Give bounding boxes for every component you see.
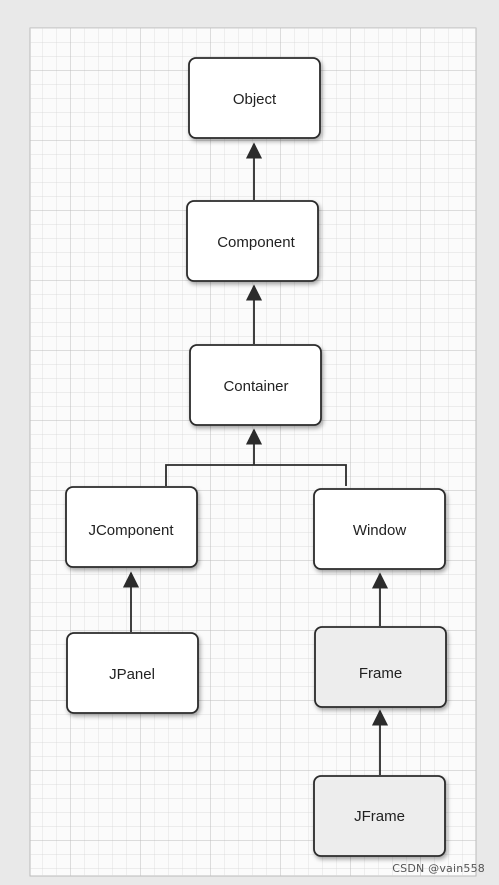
class-box-jpanel: JPanel (66, 632, 199, 714)
class-box-frame: Frame (314, 626, 447, 708)
class-label-container: Container (223, 378, 288, 395)
class-box-window: Window (313, 488, 446, 570)
connector-jcomponent-window-branch (165, 464, 347, 486)
class-box-object: Object (188, 57, 321, 139)
class-box-container: Container (189, 344, 322, 426)
class-label-jpanel: JPanel (109, 666, 155, 683)
class-label-jframe: JFrame (354, 808, 405, 825)
class-label-frame: Frame (359, 665, 402, 682)
watermark: CSDN @vain558 (392, 862, 485, 875)
class-label-window: Window (353, 522, 407, 539)
class-label-object: Object (233, 91, 277, 108)
class-box-component: Component (186, 200, 319, 282)
grid-lines (30, 28, 476, 876)
class-label-component: Component (217, 234, 295, 251)
class-box-jframe: JFrame (313, 775, 446, 857)
class-box-jcomponent: JComponent (65, 486, 198, 568)
connectors (122, 142, 389, 775)
class-label-jcomponent: JComponent (88, 522, 174, 539)
